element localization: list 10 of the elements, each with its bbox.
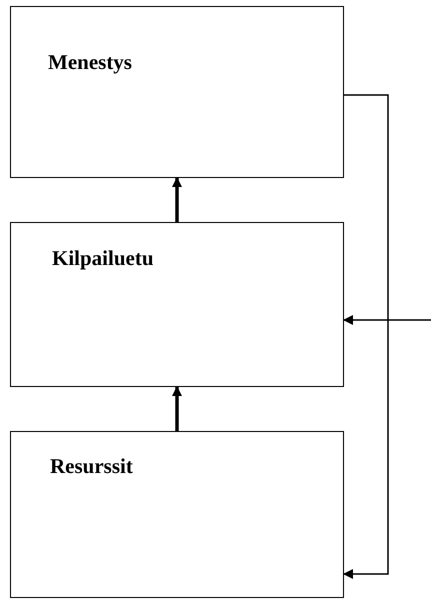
arrow — [343, 94, 389, 579]
process-box — [10, 431, 344, 598]
box-label: Menestys — [48, 50, 132, 75]
box-label: Resurssit — [50, 454, 133, 479]
arrow — [172, 386, 182, 431]
arrow — [343, 315, 431, 325]
box-label: Kilpailuetu — [52, 246, 154, 271]
arrow — [172, 177, 182, 222]
process-box — [10, 222, 344, 387]
process-box — [10, 6, 344, 178]
